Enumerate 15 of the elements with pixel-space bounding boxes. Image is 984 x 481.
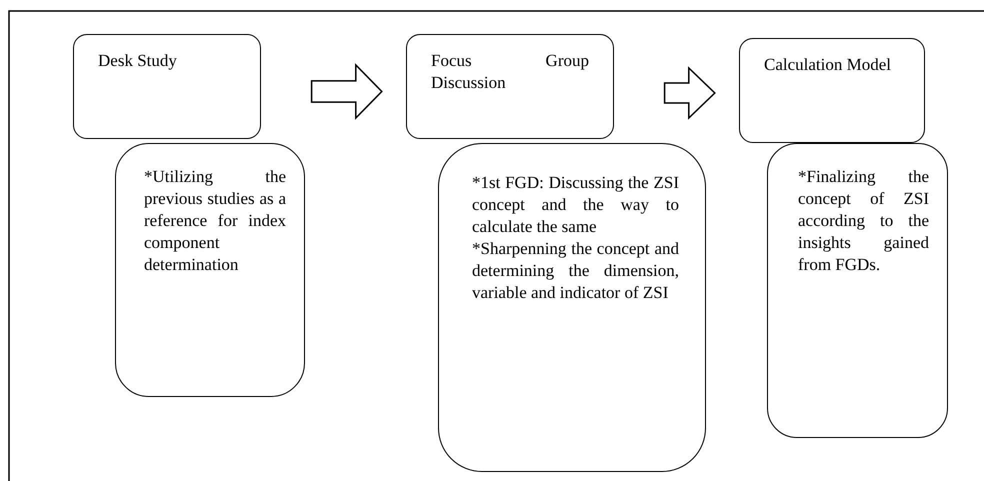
description-box <box>115 143 305 397</box>
step-box <box>739 38 925 143</box>
step-title: Desk Study <box>98 50 178 72</box>
description-box <box>767 143 948 438</box>
step-box <box>406 34 614 139</box>
step-box <box>73 34 261 139</box>
description-text: *Sharpenning the concept and determining the dimension, variable and indicator of ZSI <box>472 238 679 304</box>
description-text: *1st FGD: Discussing the ZSI concept and the way to calculate the same <box>472 172 679 238</box>
description-box <box>438 143 706 472</box>
step-title: Focus Group Discussion <box>431 50 589 94</box>
block-arrow <box>310 63 383 120</box>
description-text: *Finalizing the concept of ZSI according to the insights gained from FGDs. <box>798 166 929 276</box>
description-text: *Utilizing the previous studies as a reference for index component determination <box>144 166 286 276</box>
step-title: Calculation Model <box>764 54 892 76</box>
block-arrow <box>664 66 716 120</box>
